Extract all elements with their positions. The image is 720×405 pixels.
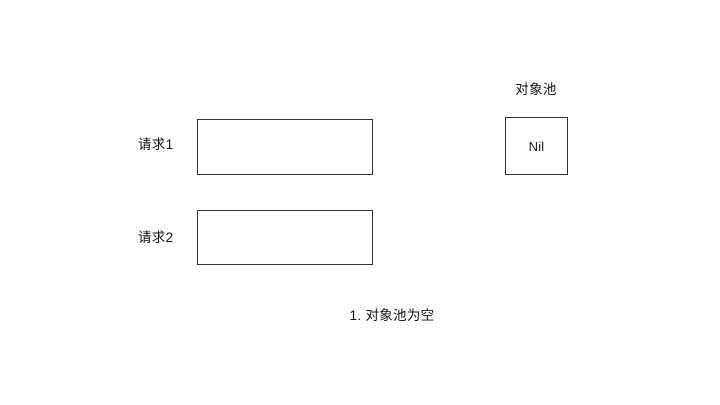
request-2-label: 请求2 — [138, 230, 174, 245]
request-2-box[interactable] — [197, 210, 373, 265]
request-1-box[interactable] — [197, 119, 373, 175]
object-pool-slot-label: Nil — [528, 138, 545, 154]
object-pool-slot[interactable]: Nil — [505, 117, 568, 175]
object-pool-heading: 对象池 — [515, 82, 557, 97]
diagram-caption: 1. 对象池为空 — [349, 308, 435, 323]
request-1-label: 请求1 — [138, 137, 174, 152]
